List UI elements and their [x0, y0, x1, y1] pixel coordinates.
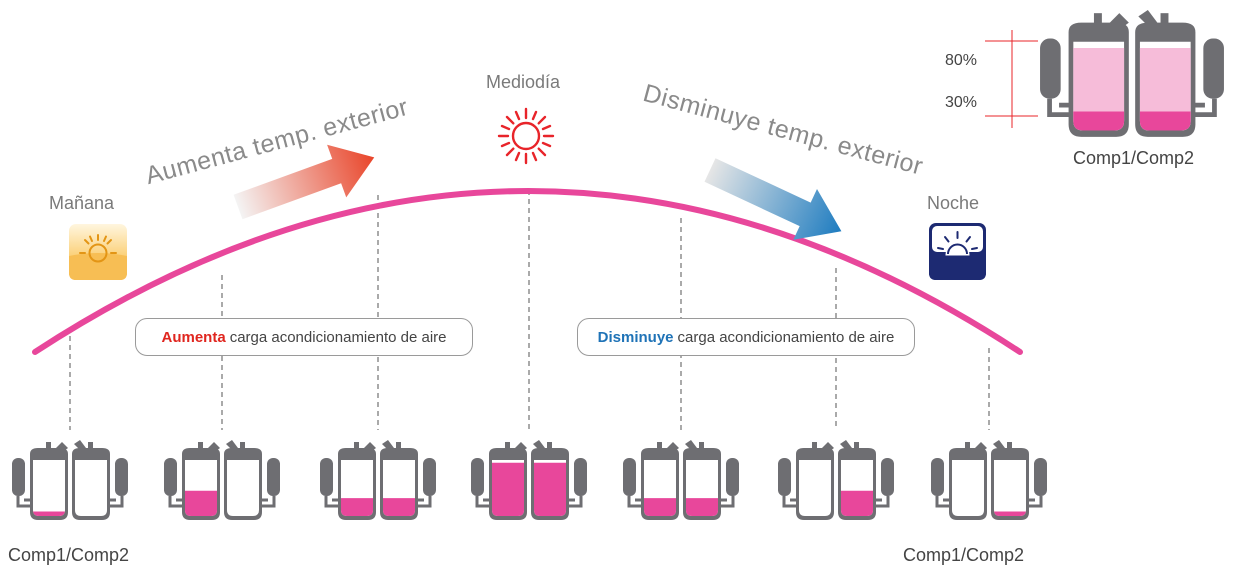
fill-level	[492, 462, 524, 516]
comp1-tank	[182, 448, 220, 520]
comp2-tank	[380, 448, 418, 520]
decrease-text: carga acondicionamiento de aire	[677, 328, 895, 346]
compressor-unit	[320, 440, 436, 520]
decrease-load-callout: Disminuye carga acondicionamiento de air…	[577, 318, 915, 356]
comp-label-left: Comp1/Comp2	[8, 545, 130, 565]
comp2-tank	[224, 448, 262, 520]
falling-arrow-icon	[704, 158, 842, 240]
comp1-tank	[338, 448, 376, 520]
fill-level	[383, 498, 415, 516]
comp2-tank	[838, 448, 876, 520]
noon-sun-icon	[497, 107, 555, 165]
comp1-tank	[489, 448, 527, 520]
legend-caption: Comp1/Comp2	[1073, 148, 1195, 168]
increase-load-callout: Aumenta carga acondicionamiento de aire	[135, 318, 473, 356]
comp-label-right: Comp1/Comp2	[903, 545, 1025, 565]
fill-level	[644, 498, 676, 516]
increase-text: carga acondicionamiento de aire	[229, 328, 447, 346]
comp1-tank	[949, 448, 987, 520]
fill-level	[534, 462, 566, 516]
fill-level	[994, 510, 1026, 516]
comp1-tank	[1068, 22, 1129, 137]
decrease-word: Disminuye	[597, 328, 674, 346]
rising-arrow-icon	[233, 144, 375, 220]
fill-level	[33, 510, 65, 516]
compressor-unit	[471, 440, 587, 520]
legend-upper-label: 80%	[945, 52, 978, 69]
fill-level	[841, 490, 873, 516]
morning-label: Mañana	[49, 193, 115, 213]
dashed-guides	[69, 190, 990, 430]
fill-level	[341, 498, 373, 516]
comp2-tank	[72, 448, 110, 520]
compressor-unit	[623, 440, 739, 520]
morning-sun-icon	[69, 224, 127, 280]
legend-lower-label: 30%	[945, 94, 978, 111]
temperature-curve	[32, 188, 1023, 355]
compressor-unit	[778, 440, 894, 520]
fill-level	[185, 490, 217, 516]
fill-level	[686, 498, 718, 516]
legend-compressor-unit	[1040, 10, 1224, 137]
comp2-tank	[1135, 22, 1196, 137]
legend-bracket	[985, 30, 1038, 128]
comp2-tank	[683, 448, 721, 520]
compressor-unit	[931, 440, 1047, 520]
comp1-tank	[30, 448, 68, 520]
night-sun-icon	[929, 223, 986, 280]
compressor-unit	[164, 440, 280, 520]
comp2-tank	[991, 448, 1029, 520]
night-label: Noche	[927, 193, 980, 213]
comp1-tank	[641, 448, 679, 520]
increase-word: Aumenta	[161, 328, 226, 346]
comp1-tank	[796, 448, 834, 520]
noon-label: Mediodía	[486, 72, 561, 92]
comp2-tank	[531, 448, 569, 520]
compressor-unit	[12, 440, 128, 520]
